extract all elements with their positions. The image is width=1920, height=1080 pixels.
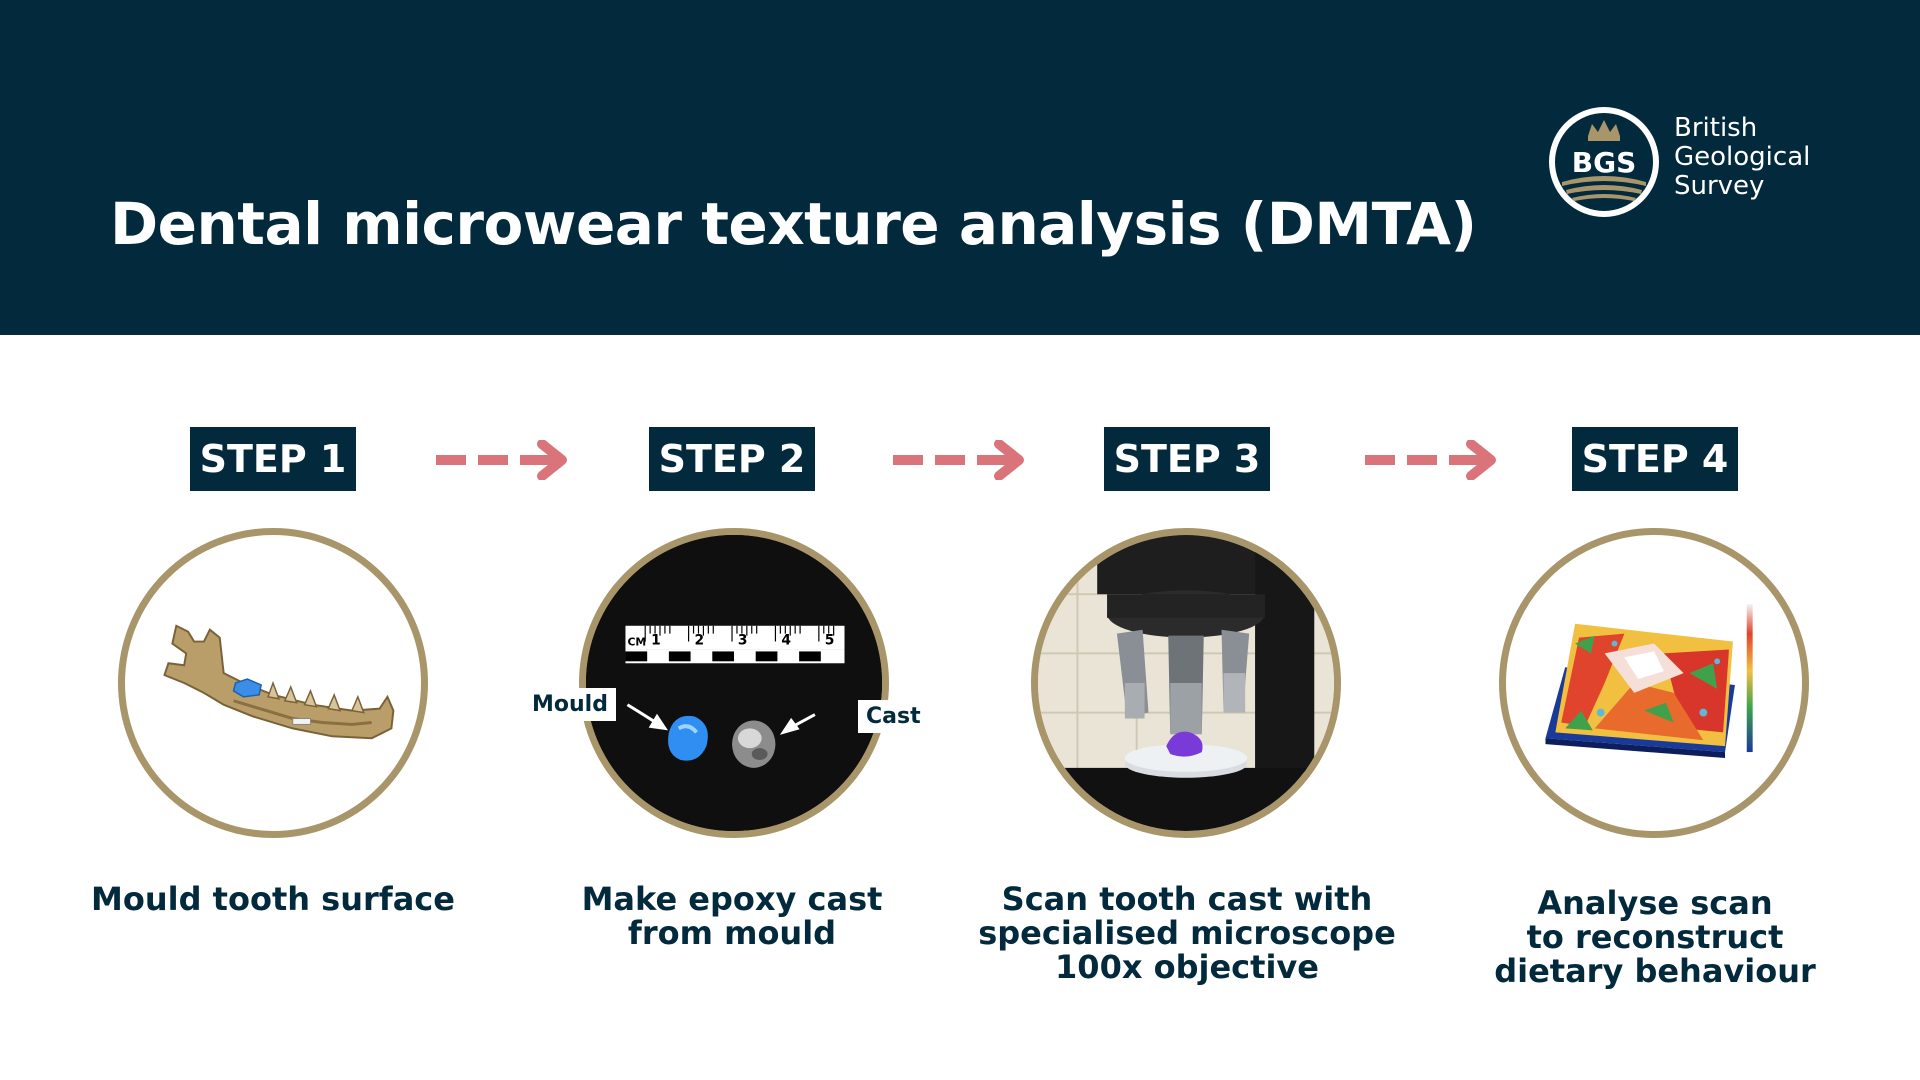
- step-2-image: CM 1 2 3 4 5: [579, 528, 889, 838]
- scale-ruler-icon: CM 1 2 3 4 5: [625, 625, 845, 664]
- step-4-caption: Analyse scan to reconstruct dietary beha…: [1435, 886, 1875, 988]
- svg-text:3: 3: [738, 633, 748, 649]
- dashed-arrow-icon: [893, 440, 1024, 480]
- svg-text:CM: CM: [627, 636, 646, 649]
- mould-cast-photo: CM 1 2 3 4 5: [586, 535, 882, 831]
- svg-text:5: 5: [825, 633, 835, 649]
- logo-line-3: Survey: [1674, 171, 1765, 201]
- caption-line: specialised microscope: [978, 914, 1396, 952]
- microscope-icon: [1038, 535, 1334, 831]
- header-banner: Dental microwear texture analysis (DMTA)…: [0, 0, 1920, 335]
- page-title: Dental microwear texture analysis (DMTA): [110, 190, 1477, 258]
- svg-text:1: 1: [651, 633, 661, 649]
- step-1-image: [118, 528, 428, 838]
- step-4-image: [1499, 528, 1809, 838]
- step-3-caption: Scan tooth cast with specialised microsc…: [967, 882, 1407, 984]
- caption-line: to reconstruct: [1526, 918, 1784, 956]
- logo-line-2: Geological: [1674, 142, 1811, 172]
- caption-line: 100x objective: [1055, 948, 1319, 986]
- caption-line: Mould tooth surface: [91, 880, 455, 918]
- surface-scan-icon: [1545, 604, 1753, 758]
- step-1-badge: STEP 1: [190, 427, 356, 491]
- svg-text:2: 2: [695, 633, 705, 649]
- step-3-image: [1031, 528, 1341, 838]
- caption-line: Make epoxy cast: [581, 880, 883, 918]
- logo-line-1: British: [1674, 113, 1758, 143]
- caption-line: Analyse scan: [1537, 884, 1773, 922]
- jaw-bone-icon: [163, 624, 395, 740]
- dashed-arrow-icon: [1365, 440, 1496, 480]
- step-2-caption: Make epoxy cast from mould: [512, 882, 952, 950]
- mould-label: Mould: [524, 688, 616, 721]
- logo-wordmark: British Geological Survey: [1674, 114, 1810, 201]
- step-4-badge: STEP 4: [1572, 427, 1738, 491]
- bgs-logo: BGS British Geological Survey: [1548, 106, 1878, 226]
- bgs-crest-icon: BGS: [1549, 107, 1659, 217]
- caption-line: from mould: [627, 914, 837, 952]
- logo-abbr: BGS: [1572, 146, 1637, 179]
- caption-line: dietary behaviour: [1494, 952, 1816, 990]
- step-3-badge: STEP 3: [1104, 427, 1270, 491]
- svg-text:4: 4: [781, 633, 791, 649]
- dashed-arrow-icon: [436, 440, 567, 480]
- step-1-caption: Mould tooth surface: [53, 882, 493, 916]
- step-2-badge: STEP 2: [649, 427, 815, 491]
- caption-line: Scan tooth cast with: [1001, 880, 1373, 918]
- cast-label: Cast: [858, 700, 929, 733]
